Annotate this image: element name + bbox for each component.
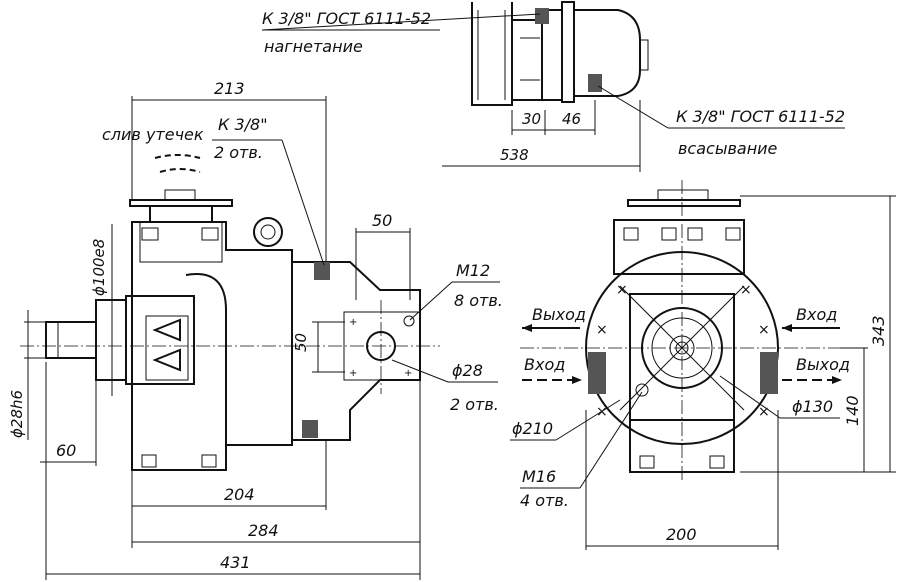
cross-mark: × — [596, 404, 608, 420]
dim-213: 213 — [214, 79, 245, 98]
dim-60: 60 — [56, 441, 76, 460]
cross-mark: × — [740, 282, 752, 298]
dim-50-side: 50 — [292, 333, 310, 352]
m12-thread: М12 — [456, 261, 490, 280]
cross-mark: × — [758, 404, 770, 420]
side-view: + + + 213 50 К 3/8" 2 отв. слив утечек М… — [8, 79, 503, 580]
cross-mark: × — [596, 322, 608, 338]
plus-mark: + — [349, 368, 357, 379]
dim-140: 140 — [843, 395, 862, 426]
dim-200: 200 — [666, 525, 697, 544]
inlet-right: Вход — [796, 305, 837, 324]
dim-d28h6: ϕ28h6 — [8, 390, 26, 438]
dim-343: 343 — [869, 315, 888, 346]
cross-mark: × — [758, 322, 770, 338]
suction-caption: всасывание — [678, 139, 778, 158]
outlet-right: Выход — [796, 355, 850, 374]
dim-d210: ϕ210 — [512, 419, 553, 438]
drain-count: 2 отв. — [214, 143, 263, 162]
d28-hole: ϕ28 — [452, 361, 483, 380]
top-detail-view: 30 46 538 К 3/8" ГОСТ 6111-52 нагнетание… — [261, 1, 845, 172]
d28-count: 2 отв. — [450, 395, 499, 414]
dim-46: 46 — [562, 110, 581, 128]
dim-284: 284 — [248, 521, 279, 540]
m12-count: 8 отв. — [454, 291, 503, 310]
plus-mark: + — [404, 368, 412, 379]
dim-d130: ϕ130 — [792, 397, 833, 416]
m16-thread: М16 — [522, 467, 556, 486]
suction-port-thread: К 3/8" ГОСТ 6111-52 — [676, 107, 845, 126]
cross-mark: × — [616, 282, 628, 298]
pressure-port-thread: К 3/8" ГОСТ 6111-52 — [262, 9, 431, 28]
inlet-left: Вход — [524, 355, 565, 374]
outlet-left: Выход — [532, 305, 586, 324]
drain-caption: слив утечек — [102, 125, 204, 144]
drain-thread: К 3/8" — [218, 115, 268, 134]
dim-538: 538 — [500, 146, 529, 164]
plus-mark: + — [349, 317, 357, 328]
dim-d100e8: ϕ100е8 — [90, 239, 108, 296]
front-view: × × × × × × Выход Вход Вход Выход ϕ210 ϕ… — [510, 180, 896, 550]
m16-count: 4 отв. — [520, 491, 569, 510]
dim-204: 204 — [224, 485, 255, 504]
dim-30: 30 — [522, 110, 541, 128]
dim-431: 431 — [220, 553, 251, 572]
dim-50-top: 50 — [372, 211, 392, 230]
pressure-caption: нагнетание — [264, 37, 363, 56]
